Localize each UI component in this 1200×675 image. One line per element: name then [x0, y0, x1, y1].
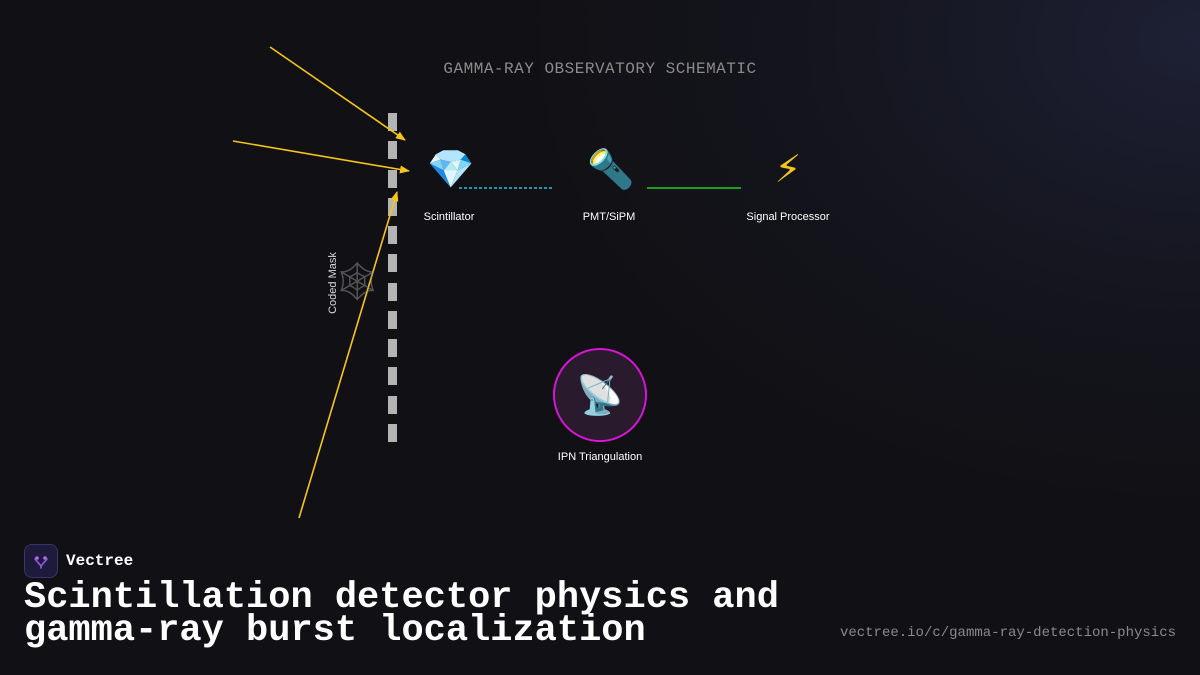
mask-segment	[388, 396, 397, 414]
tree-icon	[34, 556, 48, 569]
ipn-triangulation-label: IPN Triangulation	[557, 451, 643, 463]
mask-segment	[388, 113, 397, 131]
mask-segment	[388, 141, 397, 159]
mask-segment	[388, 367, 397, 385]
gamma-ray-arrow	[269, 46, 406, 141]
gamma-ray-arrow	[298, 191, 399, 519]
mask-segment	[388, 424, 397, 442]
brand: Vectree	[24, 544, 133, 578]
mask-segment	[388, 311, 397, 329]
mask-segment	[388, 339, 397, 357]
mask-segment	[388, 170, 397, 188]
mask-segment	[388, 283, 397, 301]
flashlight-icon: 🔦	[587, 147, 635, 191]
lightning-icon: ⚡	[774, 147, 802, 191]
gamma-ray-arrow	[232, 140, 410, 174]
page-headline: Scintillation detector physics and gamma…	[24, 580, 824, 650]
brand-name: Vectree	[66, 552, 134, 570]
diagram-title: GAMMA-RAY OBSERVATORY SCHEMATIC	[443, 60, 757, 78]
coded-mask-label: Coded Mask	[327, 252, 339, 314]
headline-line-1: Scintillation detector physics and	[24, 577, 779, 619]
headline-line-2: gamma-ray burst localization	[24, 610, 646, 652]
mask-segment	[388, 226, 397, 244]
coded-mask-bar	[388, 113, 397, 442]
gem-icon: 💎	[427, 147, 475, 191]
scintillator-label: Scintillator	[423, 211, 475, 223]
mask-segment	[388, 254, 397, 272]
source-url: vectree.io/c/gamma-ray-detection-physics	[839, 625, 1176, 641]
ipn-node: 📡	[553, 348, 647, 442]
pmt-sipm-label: PMT/SiPM	[582, 211, 636, 223]
signal-processor-label: Signal Processor	[746, 211, 830, 223]
vectree-logo-icon	[24, 544, 58, 578]
satellite-dish-icon: 📡	[576, 372, 624, 417]
web-icon: 🕸	[333, 259, 382, 303]
